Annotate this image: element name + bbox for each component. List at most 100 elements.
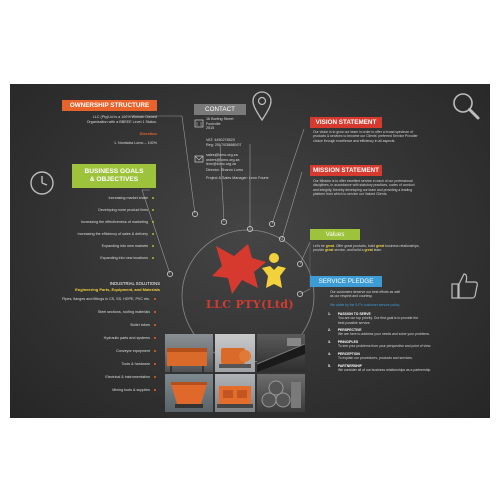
values-title: Values — [310, 229, 360, 240]
contact-email: leon@lomo.org.za — [206, 162, 236, 167]
values-text: business relationships, — [384, 244, 420, 248]
pledge-item-number: 4. — [328, 352, 331, 356]
bullet-dot — [154, 350, 157, 353]
envelope-icon — [194, 155, 204, 163]
pledge-item-text: We consider all of our business relation… — [338, 368, 432, 373]
bullet-dot — [152, 257, 155, 260]
pledge-item-text: best possible service. — [338, 320, 371, 325]
pledge-item-text: To see your problems from your perspecti… — [338, 344, 432, 349]
photo-pipe-stack — [257, 374, 305, 412]
pledge-item-head: PASSION TO SERVE — [337, 312, 371, 316]
pledge-intro-line: as our respect and courtesy. — [330, 294, 373, 299]
bullet-dot — [152, 221, 155, 224]
business-item: Developing more product lines — [98, 208, 148, 212]
bullet-dot — [154, 298, 157, 301]
pledge-intro: Our customers deserve our best efforts a… — [330, 290, 470, 299]
infographic-sheet: OWNERSHIP STRUCTURE LLC (Pty)Ltd is a 10… — [10, 84, 490, 418]
industrial-item: Mining tools & supplies — [112, 388, 150, 392]
photo-orange-machine — [215, 374, 255, 412]
ownership-direction-label: Direction — [139, 131, 157, 136]
photo-conveyor-belt — [257, 334, 305, 372]
mission-body: Our Mission is to offer excellent servic… — [313, 179, 488, 196]
contact-email: orders@lomo.org.za — [206, 157, 240, 162]
industrial-item: Boiler tubes — [130, 323, 150, 327]
bullet-dot — [154, 376, 157, 379]
business-title-line: & OBJECTIVES — [89, 176, 139, 183]
photo-pump-equipment — [215, 334, 255, 372]
pledge-item-text: You are our top priority. Our first goal… — [338, 316, 419, 321]
contact-title: CONTACT — [194, 104, 246, 115]
vision-body: Our vision is to grow our team in order … — [313, 130, 488, 143]
industrial-item: Hydraulic parts and systems — [103, 336, 150, 340]
bullet-dot — [154, 337, 157, 340]
contact-email: sales@lomo.org.za — [206, 153, 238, 157]
business-item: Expanding into new markets — [101, 244, 148, 248]
search-icon — [453, 93, 480, 120]
ownership-direction-value: 1. Nontsizia Lomo – 100% — [113, 141, 157, 145]
building-icon — [194, 119, 204, 128]
values-text: service, and build a — [333, 248, 365, 253]
thumbs-up-icon — [451, 273, 478, 299]
pledge-item: 3. PRINCIPLES To see your problems from … — [328, 340, 488, 349]
ownership-body-line: Organisation with a BBEEE Level 1 Status… — [86, 119, 157, 124]
vision-line: products & services to become our Client… — [313, 134, 418, 139]
mission-line: disciplines, in accordance with statutor… — [313, 183, 415, 188]
values-text: . Offer great products, build — [334, 244, 376, 248]
pledge-item-head: PERSPECTIVE — [337, 328, 362, 332]
values-body: Let's be great. Offer great products, bu… — [313, 244, 488, 253]
industrial-item: Steel sections, roofing materials — [97, 310, 150, 314]
vision-line: Our vision is to grow our team in order … — [313, 130, 414, 134]
values-highlight: great — [364, 248, 373, 253]
values-line: provide great service, and build a great… — [313, 248, 488, 252]
pledge-item-head: PRINCIPLES — [337, 340, 359, 344]
pledge-title: SERVICE PLEDGE — [310, 276, 382, 287]
pledge-item: 2. PERSPECTIVE We are here to address yo… — [328, 328, 488, 337]
pledge-intro-line: Our customers deserve our best efforts a… — [330, 290, 401, 294]
bullet-dot — [152, 245, 155, 248]
photo-steel-conveyor — [165, 334, 213, 372]
company-logo-text: LLC PTY(Ltd) — [205, 298, 295, 311]
industrial-item: Tools & hardware — [121, 362, 151, 366]
contact-director: Director: Sharon Lomo — [206, 168, 244, 172]
contact-address-line: 16 Borling Street — [206, 117, 234, 121]
pledge-item: 5. PARTNERSHIP We consider all of our bu… — [328, 364, 488, 373]
mission-line: and integrity, thereby developing our te… — [313, 187, 413, 192]
pledge-item: 4. PERCEPTION To explain our procedures,… — [328, 352, 488, 361]
pledge-item: 1. PASSION TO SERVE You are our top prio… — [328, 312, 488, 325]
industrial-title: INDUSTRIAL SOLUTIONS — [109, 281, 160, 286]
mission-line: platform from which to service our Value… — [313, 191, 388, 196]
contact-manager: Project & Sales Manager: Leon Fourie — [206, 176, 269, 180]
bullet-dot — [152, 233, 155, 236]
industrial-item: Pipes, flanges and fittings in CS, SS, H… — [62, 297, 150, 301]
values-highlight: great — [325, 244, 335, 248]
contact-reg: Reg: 2017/038680/07 — [206, 142, 242, 147]
business-item: Increasing the effectiveness of marketin… — [81, 220, 148, 224]
contact-vat: VAT: 4450278520 — [206, 138, 235, 142]
pledge-item-text: To explain our procedures, products and … — [338, 356, 413, 361]
ownership-body-line: LLC (Pty)Ltd is a 100% Woman Owned — [92, 115, 157, 119]
mission-title: MISSION STATEMENT — [310, 165, 382, 176]
ownership-title: OWNERSHIP STRUCTURE — [62, 100, 157, 111]
business-title-line: BUSINESS GOALS — [84, 168, 144, 175]
clock-icon — [30, 171, 54, 195]
pledge-item-head: PERCEPTION — [337, 352, 360, 356]
values-line: Let's be great. Offer great products, bu… — [313, 244, 488, 248]
values-text: team. — [372, 248, 383, 253]
bullet-dot — [152, 197, 155, 200]
location-pin-icon — [252, 91, 272, 122]
bullet-dot — [154, 311, 157, 314]
business-item: Expanding into new locations — [100, 256, 148, 260]
bullet-dot — [154, 363, 157, 366]
contact-registration: VAT: 4450278520 Reg: 2017/038680/07 — [206, 138, 276, 147]
bullet-dot — [154, 324, 157, 327]
values-highlight: great — [325, 248, 334, 253]
industrial-item: Conveyor equipment — [115, 349, 150, 353]
pledge-item-number: 3. — [328, 340, 331, 344]
business-item: Increasing the efficiency of sales & del… — [77, 232, 148, 236]
bullet-dot — [152, 209, 155, 212]
industrial-item: Electrical & instrumentation — [105, 375, 150, 379]
vision-line: choice through excellence and efficiency… — [313, 138, 396, 143]
contact-address-line: Fochville — [206, 121, 221, 126]
pledge-item-head: PARTNERSHIP — [337, 364, 362, 368]
pledge-item-number: 1. — [328, 312, 331, 316]
